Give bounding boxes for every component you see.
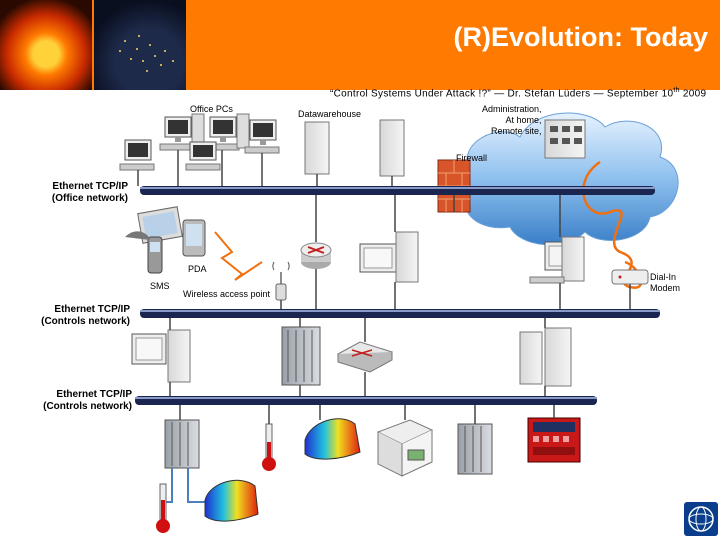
label-modem: Modem bbox=[650, 283, 681, 293]
label-controls-network-2: Ethernet TCP/IP (Controls network) bbox=[30, 389, 132, 413]
label-administration: Administration, bbox=[482, 104, 542, 114]
datawarehouse-servers bbox=[304, 119, 405, 186]
label-dial-in: Dial-In bbox=[650, 272, 677, 282]
network-diagram bbox=[119, 112, 679, 533]
label-remote-site: Remote site, bbox=[491, 126, 542, 136]
label-firewall: Firewall bbox=[456, 153, 488, 163]
slide-title: (R)Evolution: Today bbox=[453, 22, 708, 52]
dial-in-modem bbox=[611, 269, 649, 309]
switch bbox=[336, 318, 394, 396]
control-unit bbox=[376, 405, 434, 477]
label-office-network: Ethernet TCP/IP (Office network) bbox=[40, 181, 128, 205]
burning-computer-image bbox=[0, 0, 92, 90]
subtitle-text: “Control Systems Under Attack !?” — Dr. … bbox=[330, 88, 674, 100]
control-pc-right bbox=[519, 318, 572, 396]
earth-night-lights-image bbox=[94, 0, 186, 90]
header-banner: (R)Evolution: Today bbox=[0, 0, 720, 90]
wireless-signal bbox=[214, 231, 263, 281]
dial-in-cable bbox=[582, 160, 643, 289]
plc-rack-3 bbox=[457, 405, 493, 475]
office-net-line1: Ethernet TCP/IP bbox=[52, 181, 128, 192]
label-wireless-access-point: Wireless access point bbox=[183, 289, 271, 299]
label-dial-in-modem: Dial-In Modem bbox=[650, 272, 680, 294]
control-pc-left bbox=[131, 318, 191, 396]
wireless-access-point bbox=[272, 261, 290, 309]
thermal-image-2 bbox=[204, 479, 259, 522]
label-sms: SMS bbox=[150, 281, 170, 291]
controls2-net-line2: (Controls network) bbox=[43, 401, 132, 412]
controls1-net-line1: Ethernet TCP/IP bbox=[54, 304, 130, 315]
controls1-net-line2: (Controls network) bbox=[41, 316, 130, 327]
red-io-panel bbox=[527, 405, 581, 463]
label-remote-sites: Administration, At home, Remote site, bbox=[482, 104, 542, 137]
right-workstation bbox=[529, 195, 585, 309]
cern-logo-graphic bbox=[688, 506, 714, 532]
plc-rack-1 bbox=[281, 318, 321, 396]
remote-building bbox=[544, 119, 586, 159]
subtitle-sup: th bbox=[673, 87, 680, 94]
slide-subtitle: “Control Systems Under Attack !?” — Dr. … bbox=[330, 87, 706, 99]
subtitle-year: 2009 bbox=[679, 88, 707, 100]
subtitle-bar bbox=[0, 90, 720, 102]
internet-cloud bbox=[465, 112, 679, 246]
label-datawarehouse: Datawarehouse bbox=[298, 109, 362, 119]
cern-logo bbox=[684, 502, 718, 536]
office-net-line2: (Office network) bbox=[51, 193, 128, 204]
control-workstation bbox=[359, 195, 419, 309]
mobile-devices bbox=[125, 206, 206, 274]
label-office-pcs: Office PCs bbox=[190, 104, 233, 114]
label-pda: PDA bbox=[188, 264, 207, 274]
thermal-image-1 bbox=[304, 405, 361, 460]
office-pcs bbox=[119, 113, 280, 186]
thermometer-1 bbox=[262, 405, 276, 471]
label-controls-network-1: Ethernet TCP/IP (Controls network) bbox=[28, 304, 130, 328]
plc-rack-2 bbox=[164, 405, 208, 503]
label-at-home: At home, bbox=[505, 115, 542, 125]
thermometer-2 bbox=[156, 483, 170, 533]
controls2-net-line1: Ethernet TCP/IP bbox=[56, 389, 132, 400]
router bbox=[300, 195, 332, 309]
